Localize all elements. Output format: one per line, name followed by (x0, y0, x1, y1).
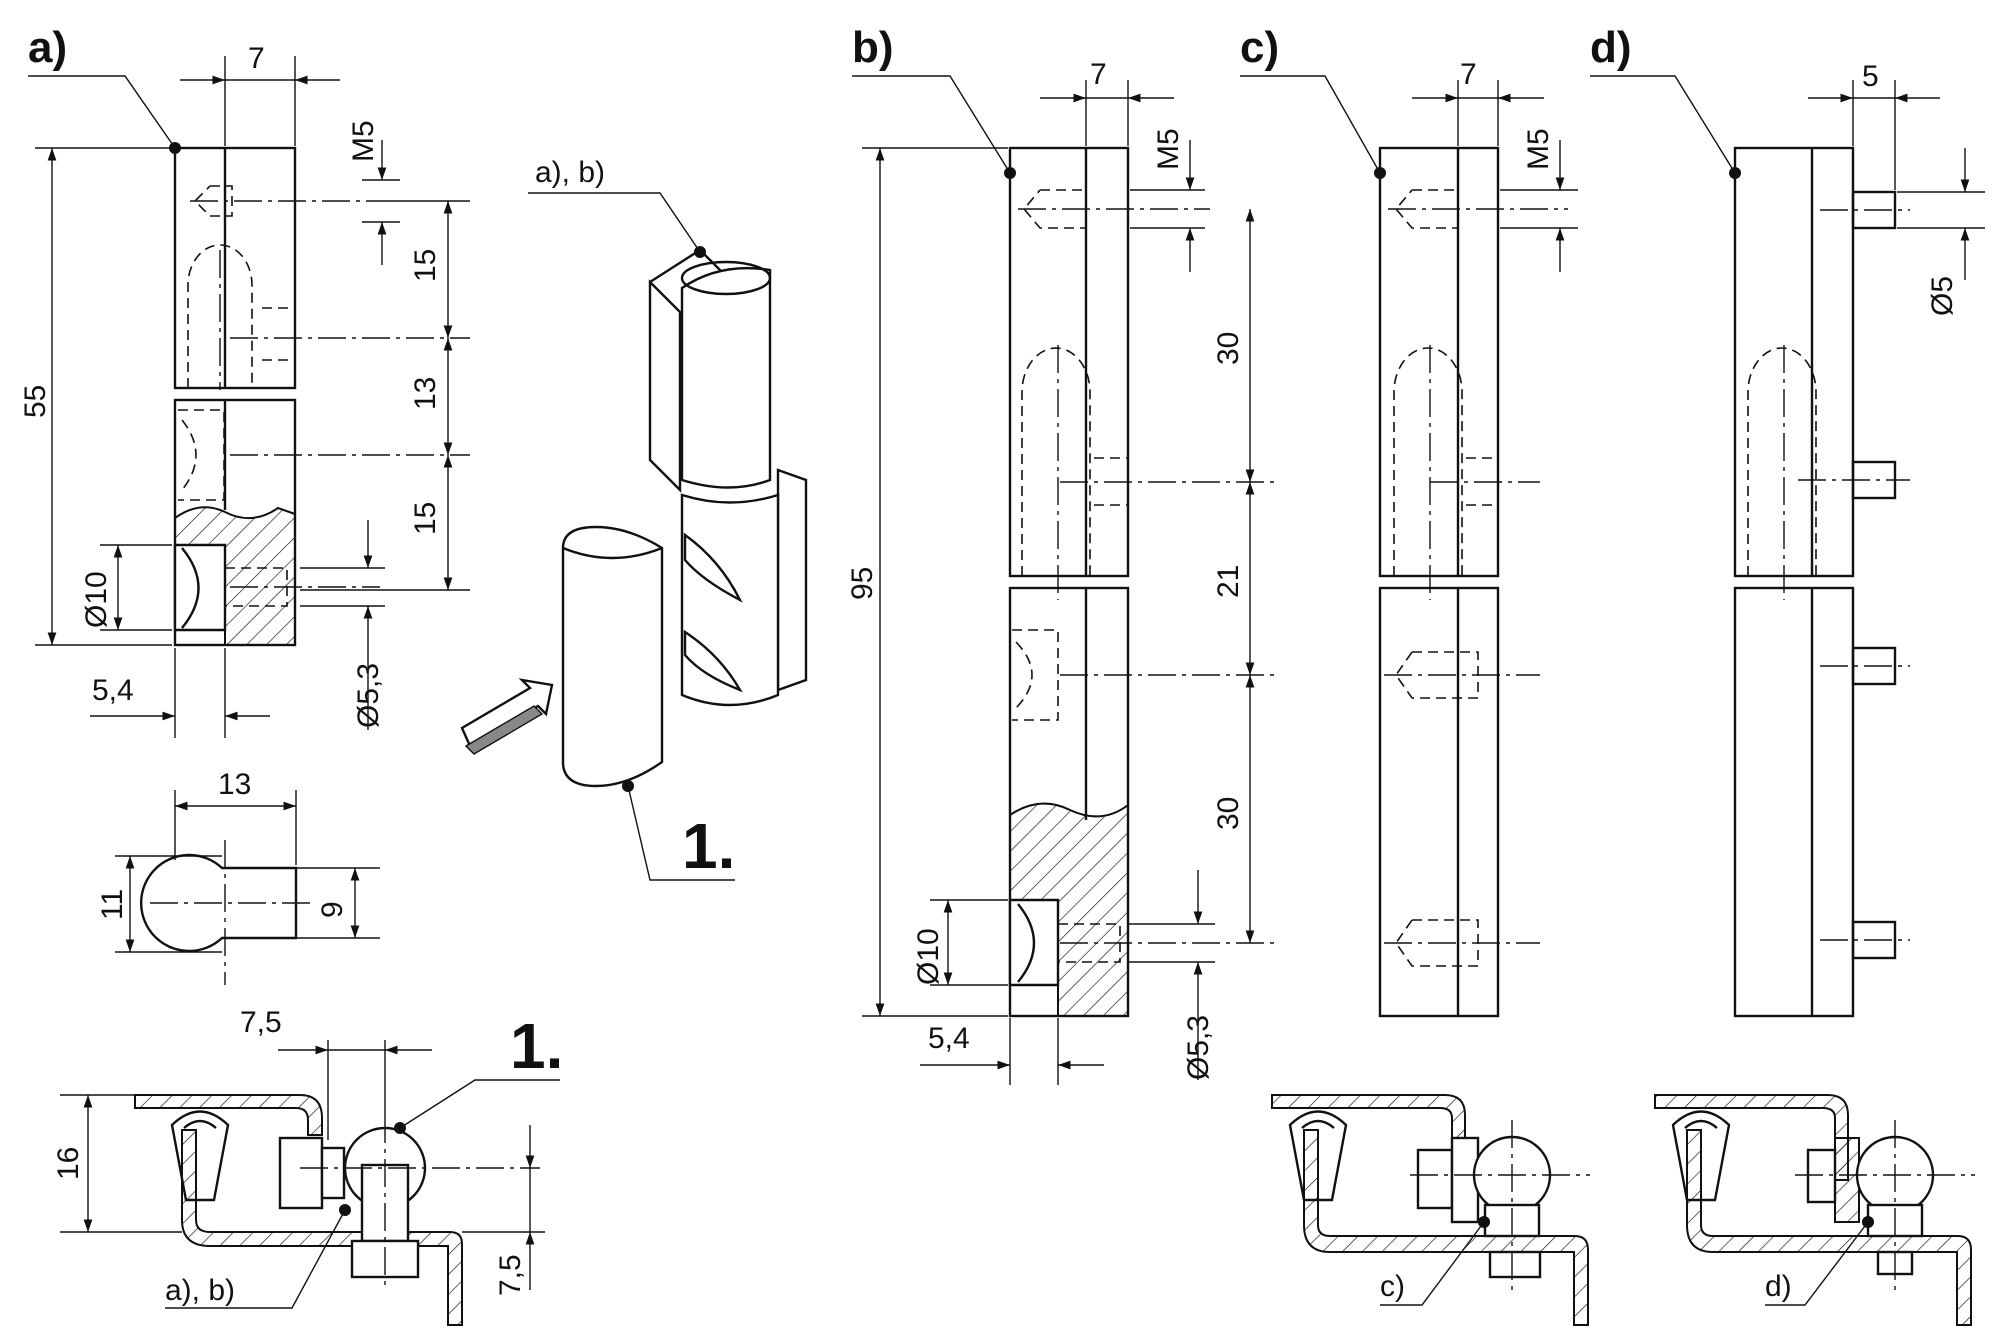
view-b-dim-21: 21 (1212, 565, 1245, 598)
view-a-dim-7: 7 (248, 42, 265, 75)
iso-part-1: 1. (682, 810, 735, 882)
view-a-upper-leaf (173, 146, 297, 390)
install-a-callout-ab: a), b) (165, 1274, 235, 1307)
view-b-upper-leaf (1008, 146, 1130, 578)
install-d-clip (1671, 1110, 1731, 1202)
view-a-dim-55: 55 (19, 385, 52, 418)
view-b-dim-95: 95 (846, 567, 879, 600)
view-a-slot (187, 244, 253, 388)
install-a-clip (170, 1110, 230, 1202)
isometric-hinge: a), b) 1. (460, 156, 808, 882)
install-a-dim-depth: 7,5 (494, 1254, 527, 1296)
view-b-dim-bore: Ø10 (912, 928, 945, 985)
view-d-label: d) (1590, 23, 1632, 72)
install-c-bracket (1303, 1129, 1589, 1326)
profile-dim-13: 13 (218, 768, 251, 801)
view-a-dim-13: 13 (409, 377, 442, 410)
view-a-tapped-hole (193, 185, 233, 217)
view-a-dim-15-upper: 15 (409, 249, 442, 282)
view-b-dim-m5: M5 (1152, 128, 1185, 170)
profile-outline (140, 853, 298, 953)
view-c-dim-7: 7 (1460, 58, 1477, 91)
view-a-dim-bore: Ø10 (80, 571, 113, 628)
view-a-dim-15-lower: 15 (409, 502, 442, 535)
view-a-dim-m5: M5 (347, 120, 380, 162)
view-b: b) 7 M5 (846, 23, 1280, 1085)
view-a-dim-offset: 5,4 (92, 674, 134, 707)
install-d-callout: d) (1765, 1270, 1792, 1303)
view-c-label: c) (1240, 23, 1279, 72)
view-d-upper-leaf (1733, 146, 1855, 578)
view-d-pin-3 (1851, 646, 1897, 686)
view-b-dim-7: 7 (1090, 58, 1107, 91)
iso-sleeve (561, 525, 664, 788)
view-c-lower-leaf (1378, 586, 1500, 1018)
install-view-a: 7,5 16 7,5 1. a), b) (52, 1006, 563, 1326)
view-a: a) 7 (19, 23, 470, 738)
view-d-dim-5: 5 (1862, 60, 1879, 93)
profile-view: 13 11 9 (96, 768, 380, 985)
iso-callout-ab: a), b) (535, 156, 605, 189)
view-b-dim-offset: 5,4 (928, 1022, 970, 1055)
install-d-bracket (1686, 1129, 1972, 1326)
view-d-lower-leaf (1733, 586, 1855, 1018)
install-a-dim-16: 16 (52, 1147, 85, 1180)
install-a-dim-7-5: 7,5 (240, 1006, 282, 1039)
view-c-dim-m5: M5 (1522, 128, 1555, 170)
view-a-section (174, 506, 296, 646)
install-c-callout: c) (1380, 1270, 1405, 1303)
iso-upper-knuckle (680, 266, 772, 489)
install-view-c: c) (1271, 1094, 1590, 1326)
profile-dim-11: 11 (96, 889, 129, 920)
view-d-dim-pin: Ø5 (1926, 276, 1959, 316)
iso-lower-knuckle (680, 493, 780, 707)
view-a-label: a) (28, 23, 67, 72)
install-view-d: d) (1654, 1094, 1975, 1326)
view-d-pin-4 (1851, 920, 1897, 960)
view-d-pin-1 (1851, 190, 1897, 230)
install-a-bracket (181, 1129, 463, 1326)
profile-dim-9: 9 (316, 901, 349, 918)
view-b-dim-30-lower: 30 (1212, 797, 1245, 830)
view-b-label: b) (852, 23, 894, 72)
view-d: d) 5 Ø5 (1590, 23, 1985, 1018)
view-a-dim-hole: Ø5,3 (352, 663, 385, 728)
view-c: c) 7 M5 (1240, 23, 1578, 1018)
view-a-leader (28, 75, 176, 149)
install-a-part-1: 1. (510, 1010, 563, 1082)
install-c-clip (1288, 1110, 1348, 1202)
view-b-dim-hole: Ø5,3 (1182, 1015, 1215, 1080)
view-b-dim-30-upper: 30 (1212, 332, 1245, 365)
view-c-upper-leaf (1378, 146, 1500, 578)
